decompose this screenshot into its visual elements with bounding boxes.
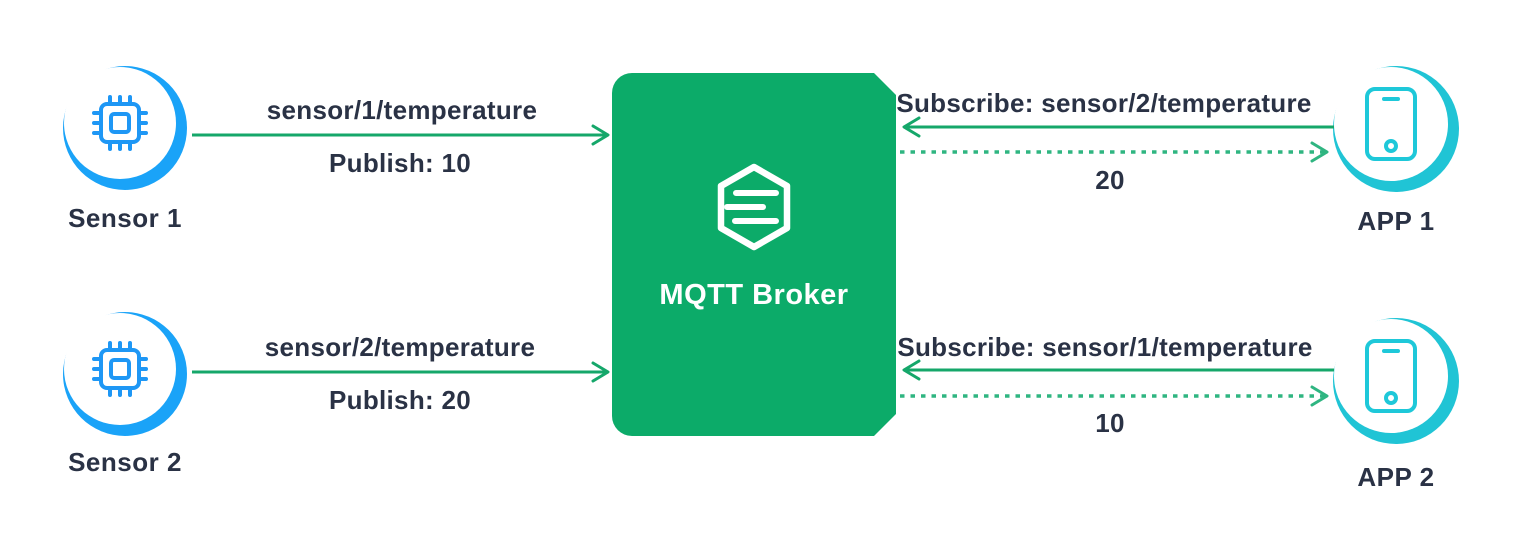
- message2-value-label: 10: [1095, 408, 1125, 438]
- subscribe1-arrow: [902, 116, 1334, 138]
- sensor2-circle: [64, 313, 176, 425]
- phone-icon: [1365, 339, 1417, 413]
- subscribe2-arrow: [902, 359, 1334, 381]
- message1-value-label: 20: [1095, 165, 1125, 195]
- publish1-topic-label: sensor/1/temperature: [266, 95, 538, 125]
- chip-icon: [92, 341, 148, 397]
- sensor1-circle: [64, 67, 176, 179]
- app2-circle: [1334, 319, 1448, 433]
- message1-dashed-arrow: [900, 141, 1329, 163]
- sensor2-node: [63, 312, 187, 436]
- mqtt-hexagon-logo-icon: [715, 163, 793, 251]
- message2-dashed-arrow: [900, 385, 1329, 407]
- app1-label: APP 1: [1357, 206, 1435, 236]
- publish1-value-label: Publish: 10: [329, 148, 471, 178]
- sensor1-label: Sensor 1: [68, 203, 182, 233]
- app1-node: [1333, 66, 1459, 192]
- publish2-value-label: Publish: 20: [329, 385, 471, 415]
- app2-label: APP 2: [1357, 462, 1435, 492]
- publish2-topic-label: sensor/2/temperature: [264, 332, 536, 362]
- subscribe2-label: Subscribe: sensor/1/temperature: [897, 332, 1313, 362]
- sensor1-node: [63, 66, 187, 190]
- app2-node: [1333, 318, 1459, 444]
- app1-circle: [1334, 67, 1448, 181]
- phone-icon: [1365, 87, 1417, 161]
- chip-icon: [92, 95, 148, 151]
- subscribe1-label: Subscribe: sensor/2/temperature: [896, 88, 1312, 118]
- broker-label: MQTT Broker: [659, 279, 849, 311]
- publish2-arrow: [192, 361, 610, 383]
- publish1-arrow: [192, 124, 610, 146]
- mqtt-broker-box: MQTT Broker: [612, 73, 896, 436]
- sensor2-label: Sensor 2: [68, 447, 182, 477]
